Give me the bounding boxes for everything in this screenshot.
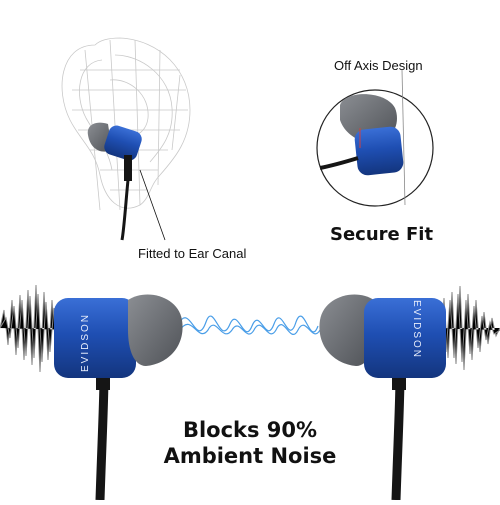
brand-logo-left: EVIDSON (80, 313, 91, 372)
sound-waves-blocked (177, 315, 321, 335)
earbud-in-ear (87, 122, 166, 241)
brand-logo-right: EVIDSON (411, 300, 422, 359)
earbud-left: EVIDSON (54, 294, 183, 501)
off-axis-detail-circle (316, 69, 434, 207)
fitted-label: Fitted to Ear Canal (138, 246, 247, 261)
earbud-right: EVIDSON (319, 294, 446, 501)
off-axis-label: Off Axis Design (334, 58, 423, 73)
secure-fit-heading: Secure Fit (330, 224, 434, 245)
ear-wireframe (61, 37, 191, 211)
blocks-heading-line1: Blocks 90% (182, 418, 318, 442)
blocks-heading-line2: Ambient Noise (163, 444, 337, 468)
